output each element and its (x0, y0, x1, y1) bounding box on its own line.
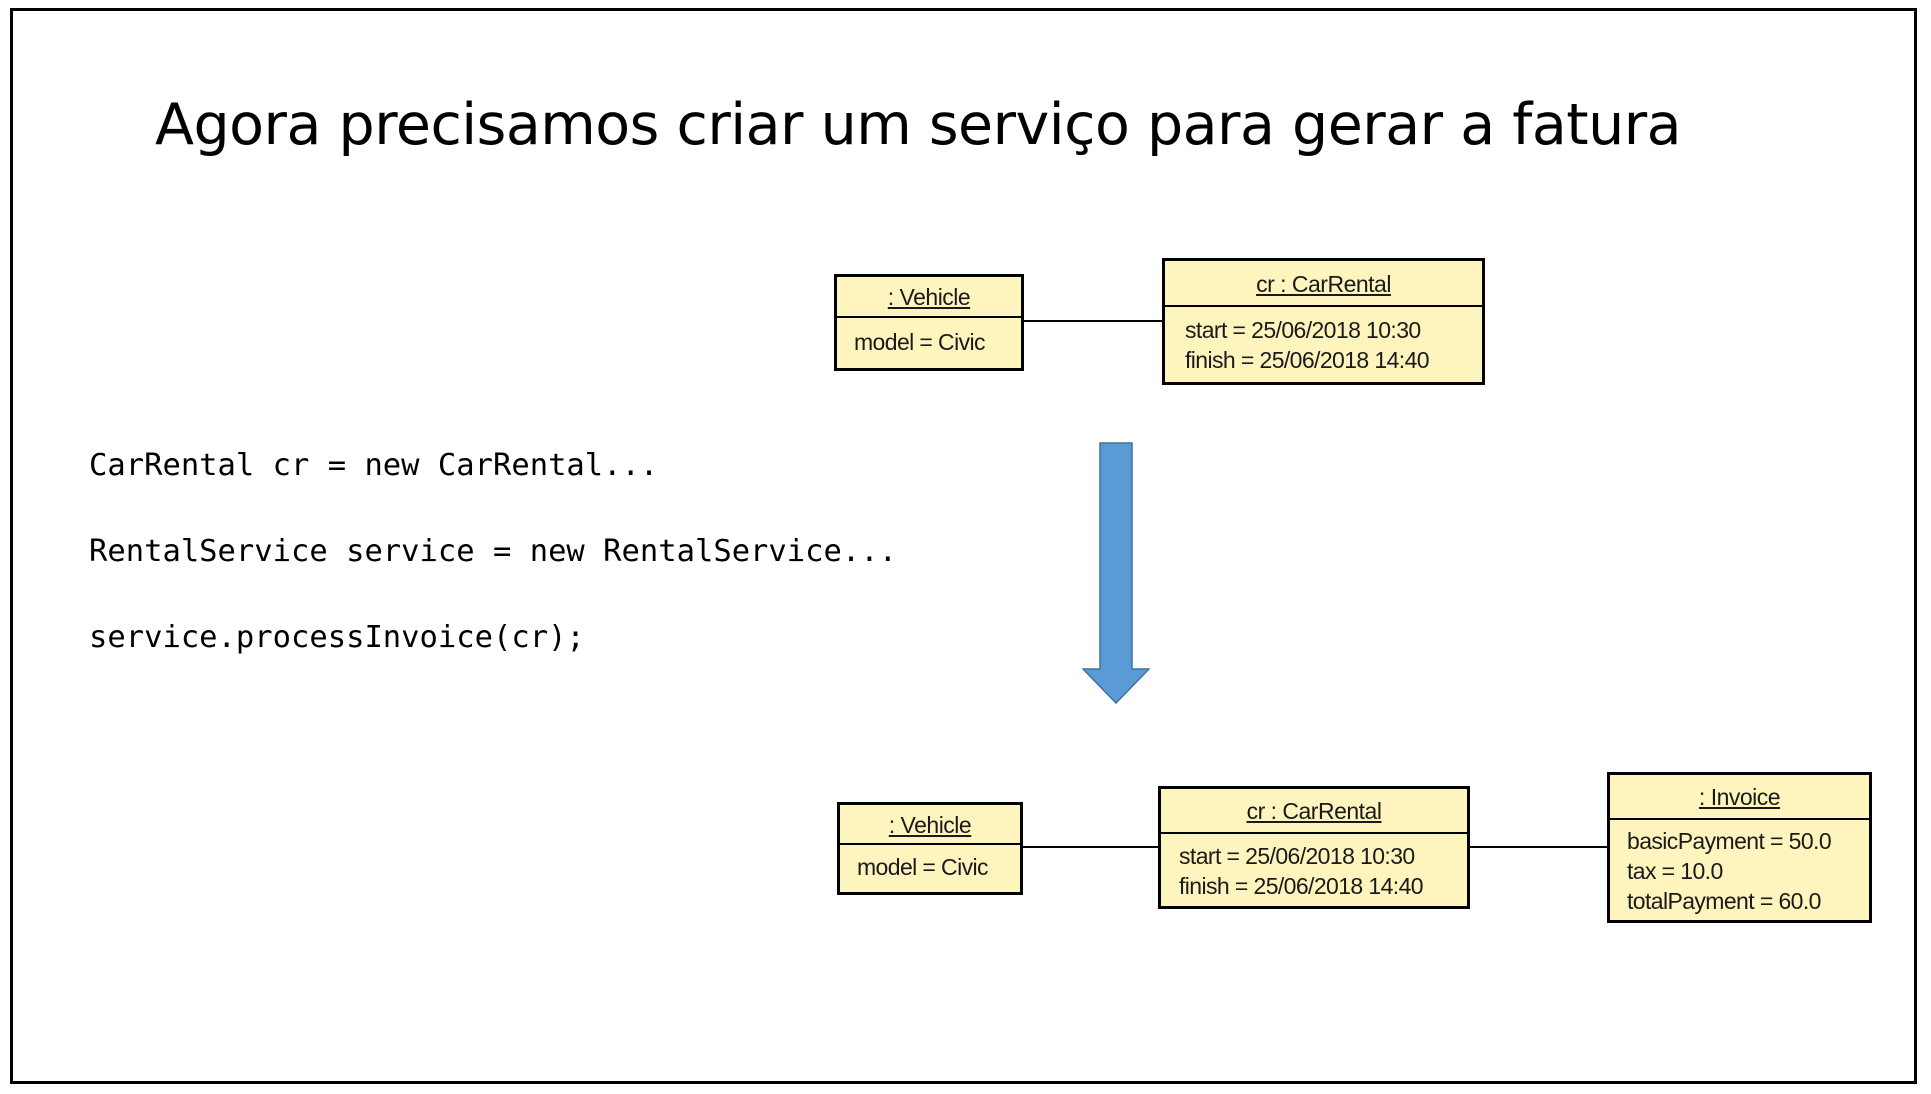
object-attribute: start = 25/06/2018 10:30 (1185, 317, 1421, 343)
object-attribute: model = Civic (857, 854, 988, 880)
down-arrow-icon (1082, 442, 1150, 704)
object-attribute: basicPayment = 50.0 (1627, 828, 1832, 854)
object-header: : Invoice (1610, 775, 1869, 820)
object-header: : Vehicle (837, 277, 1021, 318)
slide-title: Agora precisamos criar um serviço para g… (155, 92, 1682, 158)
slide-frame (10, 8, 1917, 1084)
code-line: service.processInvoice(cr); (89, 620, 585, 655)
object-attributes: model = Civic (840, 845, 1020, 882)
object-attribute: finish = 25/06/2018 14:40 (1185, 347, 1430, 373)
object-attributes: start = 25/06/2018 10:30 finish = 25/06/… (1165, 307, 1482, 375)
object-attribute: finish = 25/06/2018 14:40 (1179, 873, 1424, 899)
code-line: RentalService service = new RentalServic… (89, 534, 897, 569)
object-attributes: model = Civic (837, 318, 1021, 357)
object-attribute: tax = 10.0 (1627, 858, 1723, 884)
association-line (1021, 846, 1160, 848)
association-line (1022, 320, 1164, 322)
vehicle-object-after: : Vehicle model = Civic (837, 802, 1023, 895)
object-attributes: basicPayment = 50.0 tax = 10.0 totalPaym… (1610, 820, 1869, 916)
object-header: cr : CarRental (1165, 261, 1482, 307)
object-attribute: model = Civic (854, 329, 985, 355)
carrental-object-after: cr : CarRental start = 25/06/2018 10:30 … (1158, 786, 1470, 909)
object-header: : Vehicle (840, 805, 1020, 845)
down-arrow-shape (1082, 442, 1150, 704)
code-line: CarRental cr = new CarRental... (89, 448, 659, 483)
invoice-object: : Invoice basicPayment = 50.0 tax = 10.0… (1607, 772, 1872, 923)
object-attribute: start = 25/06/2018 10:30 (1179, 843, 1415, 869)
object-attribute: totalPayment = 60.0 (1627, 888, 1821, 914)
association-line (1468, 846, 1609, 848)
object-header: cr : CarRental (1161, 789, 1467, 834)
vehicle-object-before: : Vehicle model = Civic (834, 274, 1024, 371)
carrental-object-before: cr : CarRental start = 25/06/2018 10:30 … (1162, 258, 1485, 385)
object-attributes: start = 25/06/2018 10:30 finish = 25/06/… (1161, 834, 1467, 901)
